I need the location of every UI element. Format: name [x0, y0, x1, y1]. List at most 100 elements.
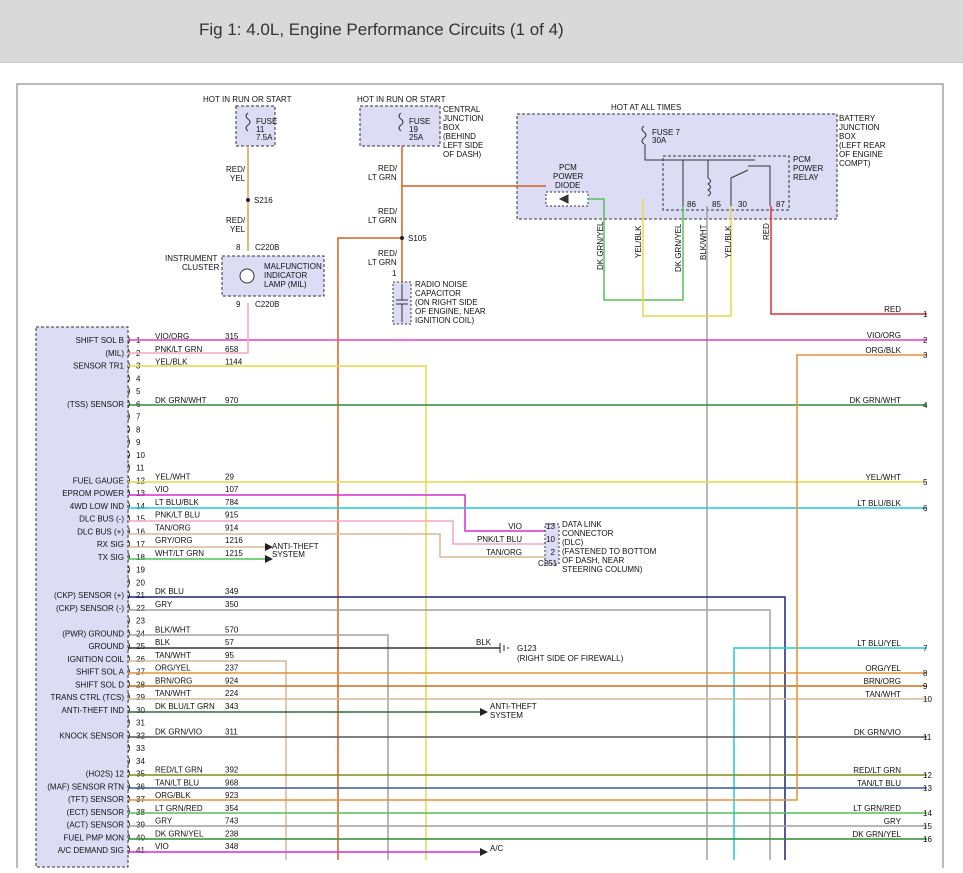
pcm-pin-row: 4: [127, 373, 141, 383]
wire-blk-wht-gnd: [128, 634, 389, 860]
pcm-pin-name: (TFT) SENSOR: [68, 795, 124, 804]
pcm-pin-name: DLC BUS (-): [79, 515, 124, 524]
pcm-pin-name: FUEL PMP MON: [64, 833, 125, 842]
pcm-pin-number: 16: [136, 527, 145, 536]
pin-bracket-icon: [127, 820, 130, 829]
pcm-wire-circuit: 970: [225, 396, 239, 405]
dlc-wire-color: VIO: [508, 522, 522, 531]
right-wire-color-label: LT GRN/RED: [853, 804, 901, 813]
right-wire-color-label: RED/LT GRN: [853, 766, 901, 775]
pcm-wire-color: ORG/YEL: [155, 664, 191, 673]
pin-bracket-icon: [127, 616, 130, 625]
pcm-wire-circuit: 29: [225, 472, 234, 481]
pcm-wire-circuit: 924: [225, 676, 239, 685]
pin-bracket-icon: [127, 794, 130, 804]
pcm-wire-circuit: 95: [225, 651, 234, 660]
pcm-wire-color: YEL/BLK: [155, 358, 188, 367]
ground-icon: [499, 643, 509, 653]
ground-wire-label: BLK: [476, 638, 492, 647]
diode-symbol-icon: [558, 194, 569, 204]
pcm-pin-number: 29: [136, 693, 145, 702]
pcm-wire-color: ORG/BLK: [155, 791, 191, 800]
wire-yel-blk-loop: [642, 199, 732, 317]
pcm-wire-color: BRN/ORG: [155, 676, 192, 685]
mil-pin-top: 8: [236, 243, 241, 252]
pcm-connector-box: [35, 326, 129, 868]
right-wire-color-label: TAN/LT BLU: [857, 779, 901, 788]
pcm-pin-row: 31: [127, 718, 145, 728]
figure-header: Fig 1: 4.0L, Engine Performance Circuits…: [0, 0, 963, 63]
relay-internals: [644, 144, 771, 206]
right-wire-number: 15: [923, 822, 932, 831]
relay-pin-87: 87: [776, 200, 785, 209]
splice-s216: [246, 198, 250, 202]
pcm-wire-circuit: 743: [225, 817, 239, 826]
pcm-wire-circuit: 350: [225, 600, 239, 609]
pcm-pin-number: 5: [136, 387, 141, 396]
pcm-wire-circuit: 343: [225, 702, 239, 711]
ground-id-label: G123: [517, 644, 537, 653]
pcm-wire-color: TAN/LT BLU: [155, 778, 199, 787]
pcm-pin-row: 7: [127, 412, 141, 422]
pcm-pin-number: 17: [136, 540, 145, 549]
pin-bracket-icon: [127, 488, 130, 498]
mil-conn-bot: C220B: [255, 300, 279, 309]
right-wire-color-label: LT BLU/YEL: [857, 639, 901, 648]
right-wire-number: 16: [923, 835, 932, 844]
pcm-wire-color: BLK/WHT: [155, 625, 191, 634]
pcm-pin-number: 25: [136, 642, 145, 651]
wire-tan-wht-coil: [128, 660, 287, 860]
s216-label: S216: [254, 196, 273, 205]
pcm-pin-name: IGNITION COIL: [68, 655, 125, 664]
fuse-19-icon: [398, 112, 404, 132]
pcm-wire-color: DK GRN/VIO: [155, 727, 202, 736]
pcm-pin-name: (ACT) SENSOR: [67, 821, 125, 830]
pcm-pin-name: 4WD LOW IND: [70, 502, 124, 511]
wire-org-blk-3: [128, 354, 927, 801]
right-wire-number: 1: [923, 310, 928, 319]
ground-desc-label: (RIGHT SIDE OF FIREWALL): [517, 654, 624, 663]
pin-bracket-icon: [127, 679, 130, 689]
pin-bracket-icon: [127, 373, 130, 383]
pcm-wire-color: VIO: [155, 842, 169, 851]
pcm-wire-circuit: 349: [225, 587, 239, 596]
s105-label: S105: [408, 234, 427, 243]
pcm-pin-name: SENSOR TR1: [73, 362, 125, 371]
pcm-pin-name: (MIL): [105, 349, 124, 358]
pcm-power-relay-box: [662, 155, 790, 211]
pcm-wire-circuit: 1144: [225, 358, 243, 367]
pcm-wire-color: VIO/ORG: [155, 332, 189, 341]
pin-bracket-icon: [127, 845, 130, 855]
pin-bracket-icon: [127, 628, 130, 638]
pcm-wires: [128, 303, 927, 860]
wire-dk-grn-yel-loop: [588, 198, 684, 301]
right-wire-number: 8: [923, 669, 928, 678]
pcm-pin-number: 31: [136, 719, 145, 728]
pcm-wire-circuit: 923: [225, 791, 239, 800]
dlc-wire-color: PNK/LT BLU: [477, 535, 522, 544]
pin-bracket-icon: [127, 756, 130, 766]
pin-bracket-icon: [127, 514, 130, 523]
pcm-pin-name: RX SIG: [97, 540, 124, 549]
pin-bracket-icon: [127, 437, 130, 447]
right-wire-number: 12: [923, 771, 932, 780]
pcm-pin-number: 15: [136, 515, 145, 524]
